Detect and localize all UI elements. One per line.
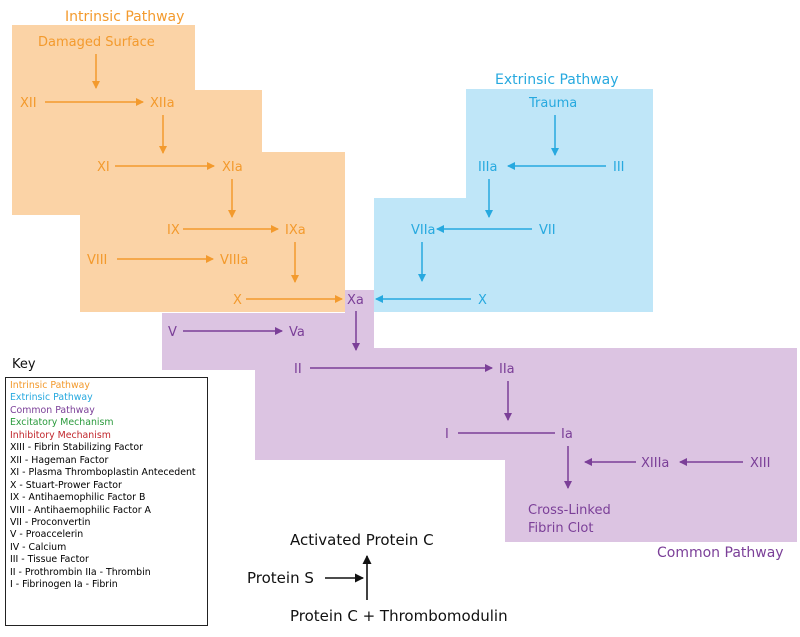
key-legend-extrinsic: Extrinsic Pathway — [10, 392, 93, 404]
intrinsic-region — [12, 25, 345, 312]
key-factor-xiii: XIII - Fibrin Stabilizing Factor — [10, 442, 143, 454]
label-viia: VIIa — [411, 223, 436, 238]
label-activated-protein-c: Activated Protein C — [290, 531, 434, 549]
key-box: Intrinsic Pathway Extrinsic Pathway Comm… — [5, 377, 208, 626]
label-va: Va — [289, 325, 305, 340]
extrinsic-title: Extrinsic Pathway — [495, 72, 619, 88]
label-clot-line2: Fibrin Clot — [528, 521, 593, 536]
key-legend-excitatory: Excitatory Mechanism — [10, 417, 114, 429]
label-viiia: VIIIa — [220, 253, 248, 268]
label-protein-c-thrombomodulin: Protein C + Thrombomodulin — [290, 607, 508, 625]
label-iia: IIa — [499, 362, 515, 377]
key-factor-x: X - Stuart-Prower Factor — [10, 479, 122, 491]
common-region — [162, 290, 797, 542]
key-factor-iv: IV - Calcium — [10, 541, 67, 553]
extrinsic-region — [374, 89, 653, 312]
key-factor-xii: XII - Hageman Factor — [10, 454, 109, 466]
label-xii: XII — [20, 96, 37, 111]
label-damaged-surface: Damaged Surface — [38, 35, 155, 50]
key-factor-v: V - Proaccelerin — [10, 529, 84, 541]
label-v: V — [168, 325, 177, 340]
key-factor-i: I - Fibrinogen Ia - Fibrin — [10, 579, 118, 591]
label-viii: VIII — [87, 253, 107, 268]
label-ixa: IXa — [285, 223, 306, 238]
label-x-intrinsic: X — [233, 293, 242, 308]
key-legend-intrinsic: Intrinsic Pathway — [10, 380, 90, 391]
label-x-extrinsic: X — [478, 293, 487, 308]
label-i: I — [445, 427, 449, 442]
key-factor-ii: II - Prothrombin IIa - Thrombin — [10, 566, 151, 578]
label-protein-s: Protein S — [247, 569, 314, 587]
key-legend-inhibitory: Inhibitory Mechanism — [10, 429, 111, 441]
key-factor-viii: VIII - Antihaemophilic Factor A — [10, 504, 151, 516]
label-clot-line1: Cross-Linked — [528, 503, 611, 518]
label-vii: VII — [539, 223, 556, 238]
label-xia: XIa — [222, 160, 243, 175]
key-factor-xi: XI - Plasma Thromboplastin Antecedent — [10, 467, 196, 479]
key-title: Key — [12, 357, 36, 372]
key-factor-vii: VII - Proconvertin — [10, 516, 91, 528]
label-ix: IX — [167, 223, 180, 238]
label-iiia: IIIa — [478, 160, 497, 175]
key-factor-iii: III - Tissue Factor — [10, 554, 89, 566]
common-title: Common Pathway — [657, 545, 784, 561]
label-ia: Ia — [561, 427, 573, 442]
label-xi: XI — [97, 160, 110, 175]
label-trauma: Trauma — [528, 96, 577, 111]
label-xiia: XIIa — [150, 96, 175, 111]
label-xiiia: XIIIa — [641, 456, 669, 471]
label-ii: II — [294, 362, 302, 377]
label-xiii: XIII — [750, 456, 770, 471]
label-iii: III — [613, 160, 625, 175]
label-xa: Xa — [347, 293, 364, 308]
intrinsic-title: Intrinsic Pathway — [65, 9, 184, 25]
key-factor-ix: IX - Antihaemophilic Factor B — [10, 492, 146, 504]
key-legend-common: Common Pathway — [10, 404, 95, 416]
